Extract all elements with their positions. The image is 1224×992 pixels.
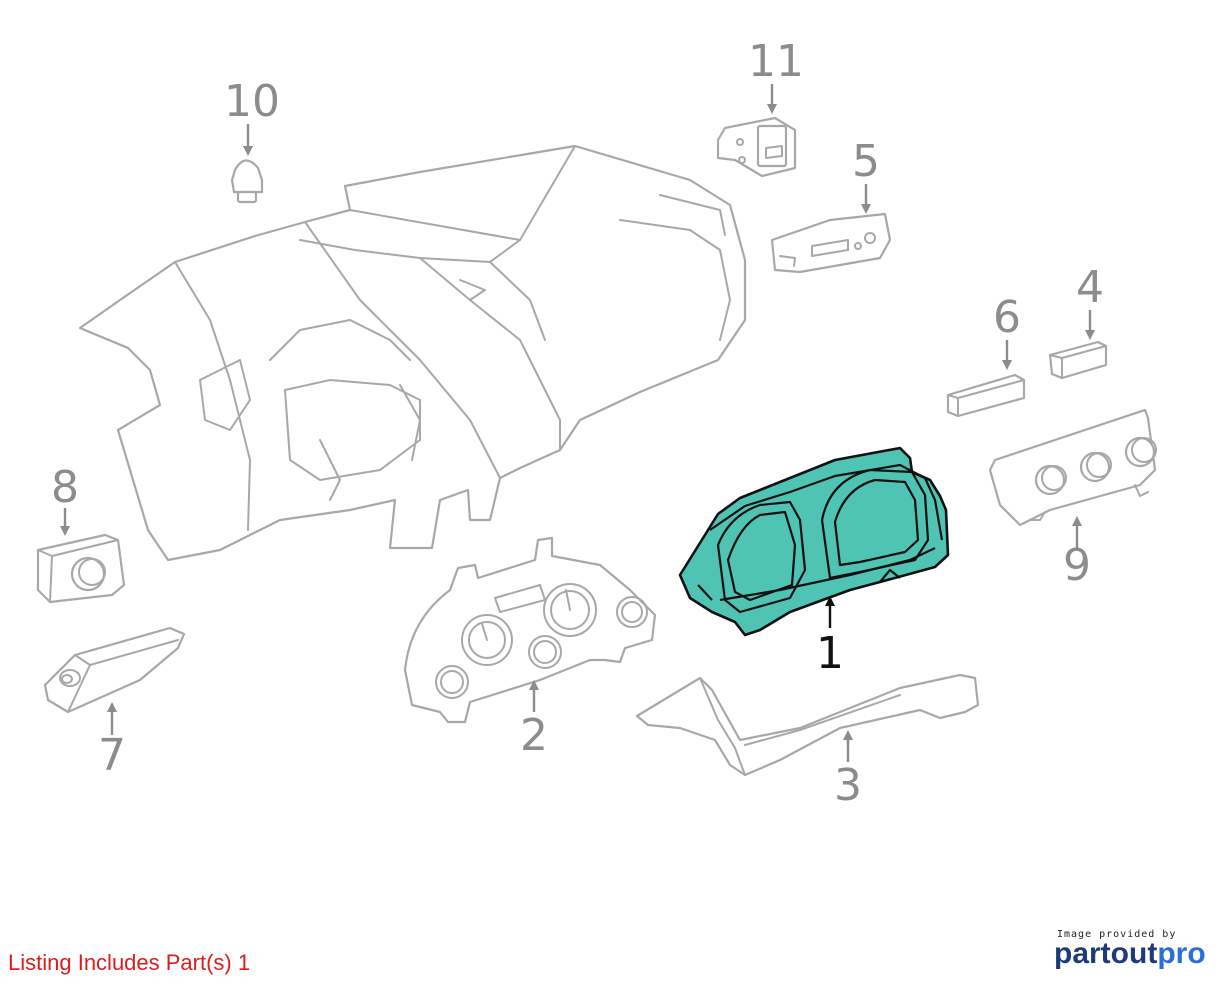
callout-11: 11 [748,36,804,87]
callout-arrows [60,84,1095,762]
dashboard-panel [78,144,747,562]
callout-7: 7 [98,730,126,781]
callout-10: 10 [224,76,280,127]
partoutpro-logo: partoutpro [1054,937,1206,971]
callout-2: 2 [520,710,548,761]
logo-text-part1: partout [1054,937,1158,970]
part-3-trim-bezel [635,673,980,777]
branding-caption: Image provided by [1057,929,1177,940]
callout-5: 5 [852,136,880,187]
logo-text-part2: pro [1157,937,1206,970]
part-8-rotary-switch [36,533,126,604]
part-2-cluster-lens [403,536,657,724]
part-11-switch [716,116,797,178]
part-9-climate-control [988,408,1157,527]
part-7-lamp-housing [43,626,186,714]
listing-includes-text: Listing Includes Part(s) 1 [8,950,251,975]
callout-3: 3 [834,760,862,811]
callout-8: 8 [51,462,79,513]
callout-4: 4 [1076,262,1104,313]
callout-1: 1 [816,628,844,679]
part-1-instrument-cluster [678,446,950,637]
callout-6: 6 [993,292,1021,343]
part-4-switch-block [1048,340,1108,380]
callout-9: 9 [1063,540,1091,591]
part-10-bulb [230,159,264,204]
part-6-switch-bar [946,373,1026,418]
part-5-control-module [770,212,892,274]
